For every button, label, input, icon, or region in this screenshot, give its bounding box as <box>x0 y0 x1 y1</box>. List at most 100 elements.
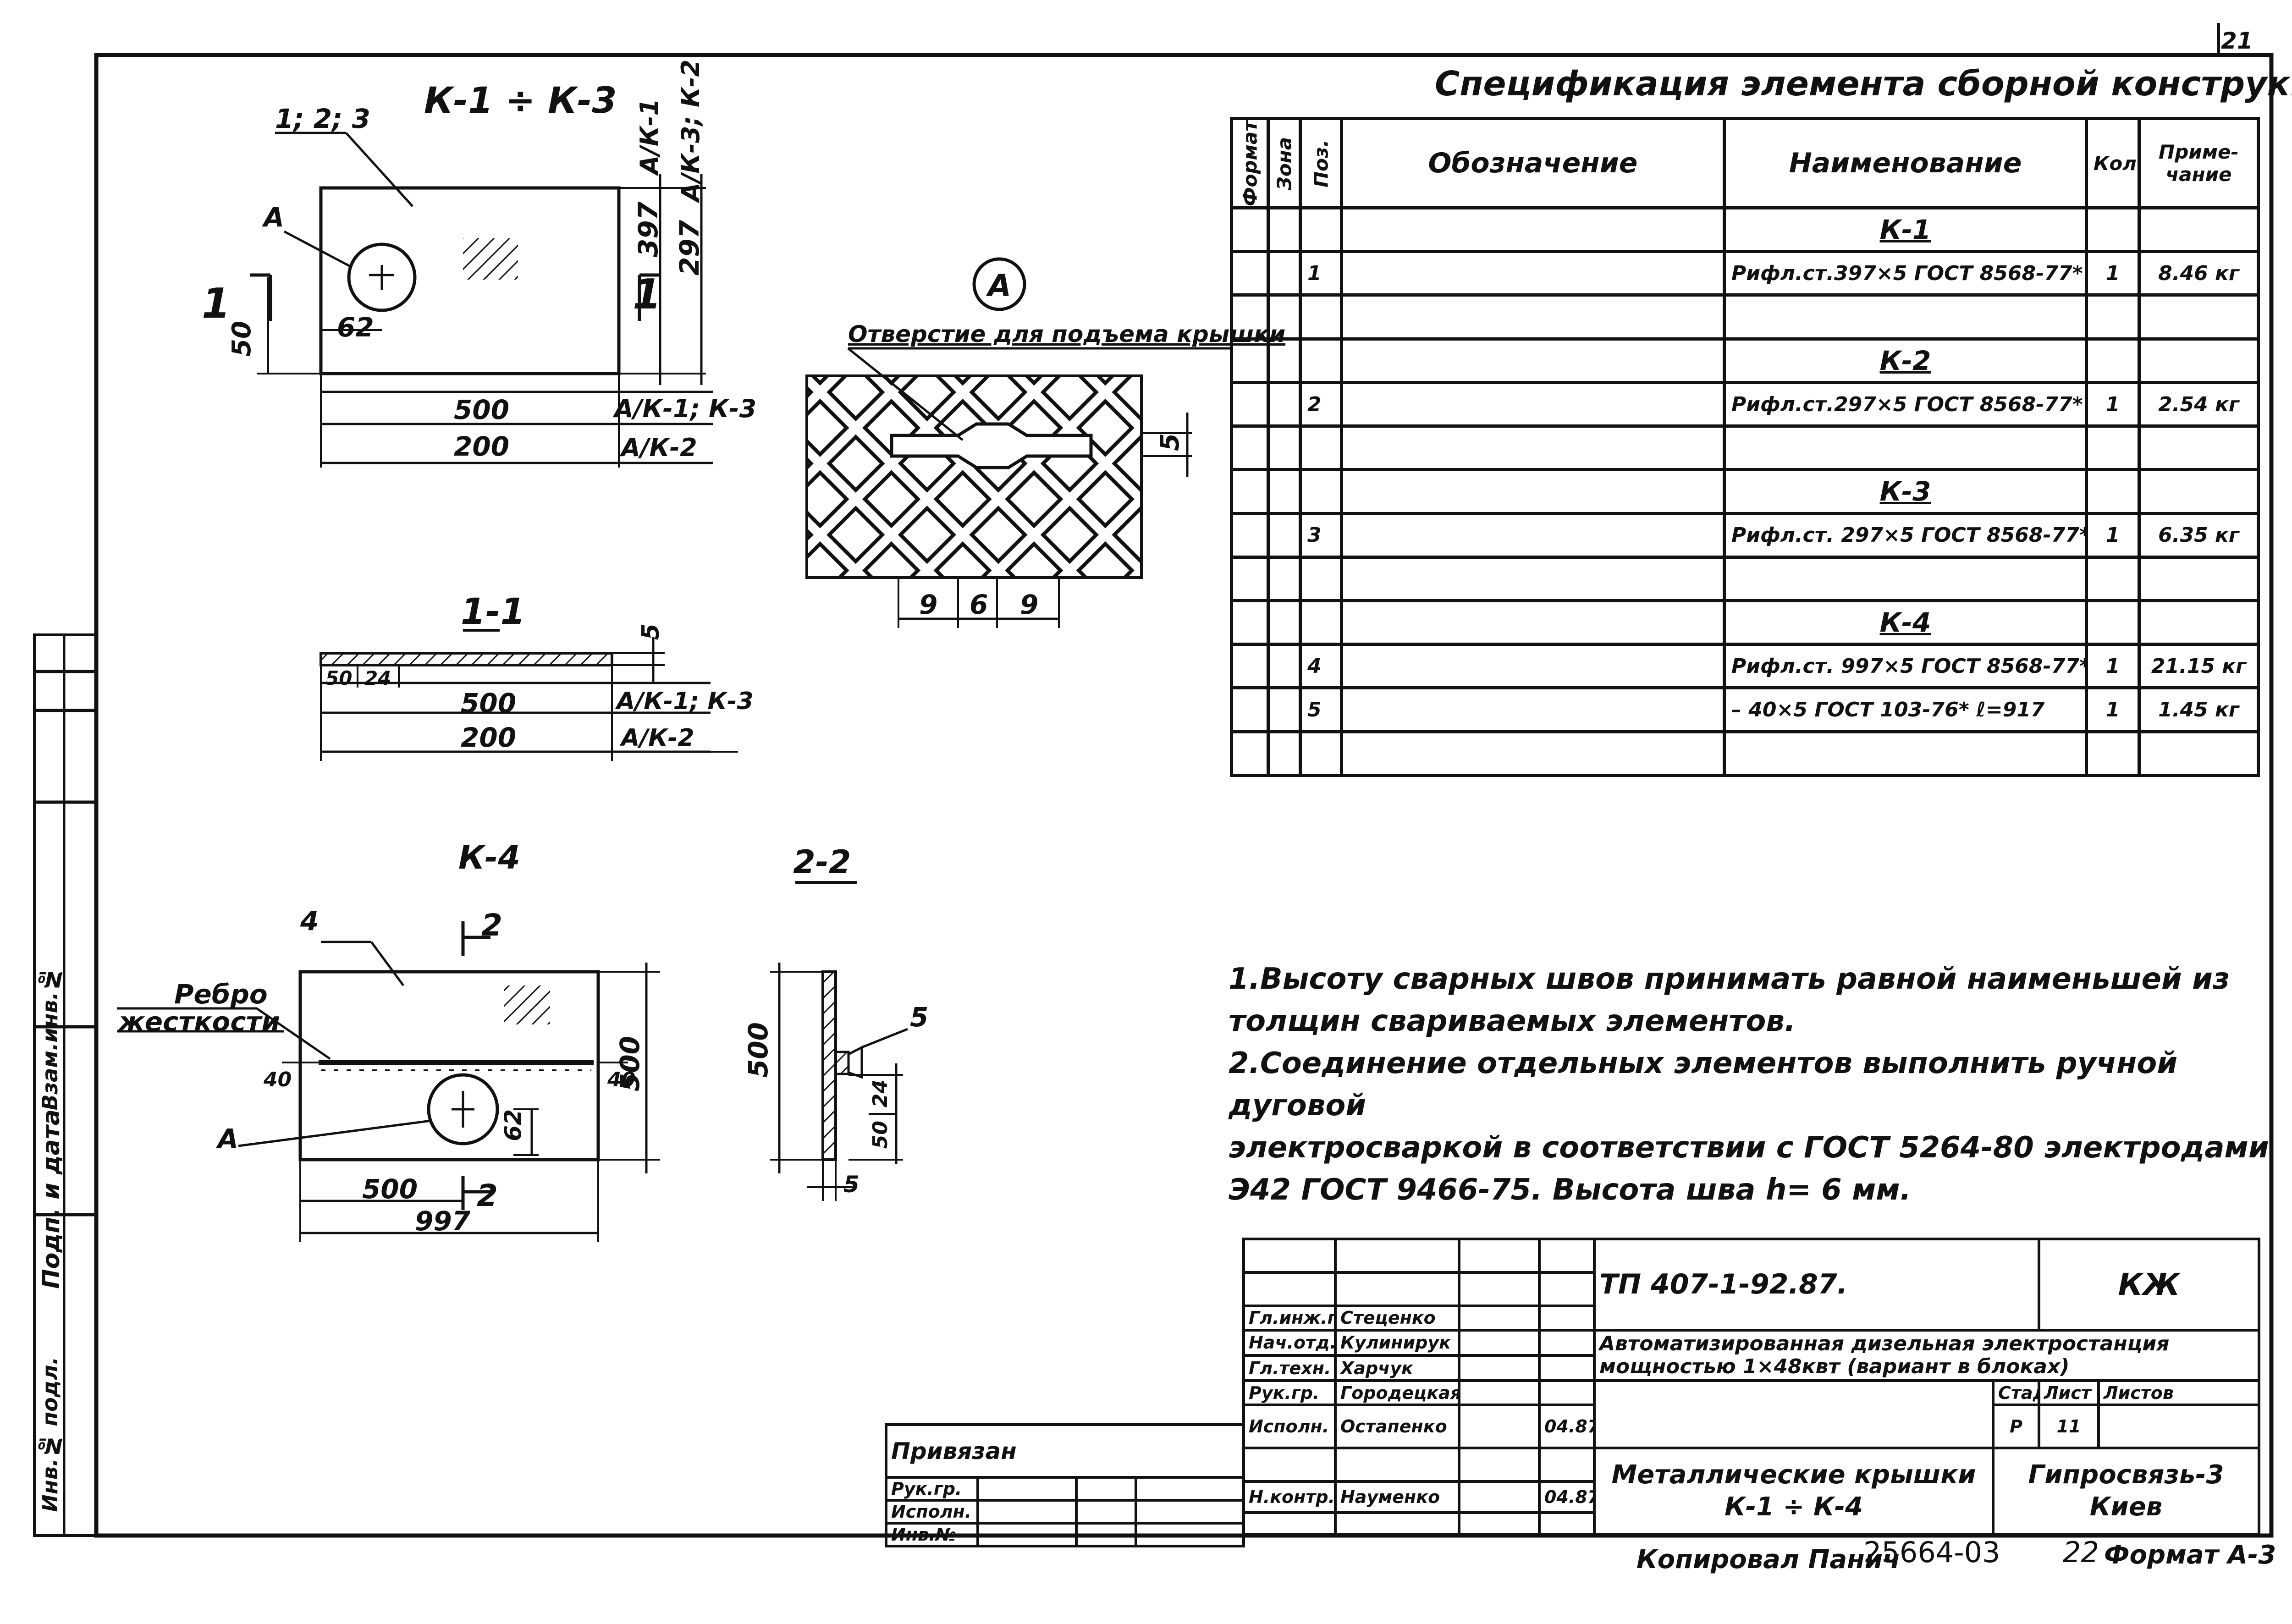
k4-d997: 997 <box>415 1206 471 1237</box>
group-title-k4: К-4 <box>1723 599 2088 646</box>
row-name: – 40×5 ГОСТ 103-76* ℓ=917 <box>1723 686 2088 733</box>
k1k3-lbl297: А/К-3; К-2 <box>676 60 705 202</box>
row-name: Рифл.ст. 997×5 ГОСТ 8568-77* ℓ-500 <box>1723 643 2088 690</box>
k4-d62: 62 <box>500 1109 526 1141</box>
doc-title: Металлические крышки К-1 ÷ К-4 <box>1593 1446 1994 1536</box>
left-role: Инв.№ <box>885 1522 979 1547</box>
role: Исполн. <box>1242 1403 1337 1449</box>
spec-row: 2 Рифл.ст.297×5 ГОСТ 8568-77* ℓ-20012.54 … <box>1230 380 2260 428</box>
hdr-format: Формат <box>1231 118 1268 208</box>
sec11-l200: А/К-2 <box>621 724 694 752</box>
sheet-hdr: Лист <box>2038 1379 2100 1406</box>
row-note: 1.45 кг <box>2138 686 2260 733</box>
k4-ref: 4 <box>300 905 319 936</box>
row-qty: 1 <box>2085 643 2141 690</box>
k4-sec-mark-bottom: 2 <box>477 1178 498 1213</box>
note-line: Э42 ГОСТ 9466-75. Высота шва h= 6 мм. <box>1229 1173 1912 1207</box>
sheet-number: 21 <box>2221 28 2253 54</box>
k1k3-ref: 1; 2; 3 <box>275 103 370 134</box>
row-name: Рифл.ст.397×5 ГОСТ 8568-77* ℓ-500 <box>1723 250 2088 297</box>
stage-hdr: Стадия <box>1992 1379 2040 1406</box>
group-title-k2: К-2 <box>1723 337 2088 384</box>
detailA-label: Отверстие для подъема крышки <box>848 321 1286 347</box>
stage-value: Р <box>1992 1403 2040 1449</box>
k4-rib-label2: жесткости <box>118 1006 280 1037</box>
group-title-k1: К-1 <box>1723 206 2088 253</box>
spec-row: 3 Рифл.ст. 297×5 ГОСТ 8568-77* ℓ-50016.35… <box>1230 512 2260 559</box>
row-name: Рифл.ст. 297×5 ГОСТ 8568-77* ℓ-500 <box>1723 512 2088 559</box>
row-note: 2.54 кг <box>2138 380 2260 428</box>
k1k3-section-mark: 1 <box>202 280 231 328</box>
nkontr-role: Н.контр. <box>1242 1480 1337 1514</box>
detailA-d9a: 9 <box>919 589 938 620</box>
role-name: Харчук <box>1334 1354 1460 1382</box>
role-name: Остапенко <box>1334 1403 1460 1449</box>
side-stamp-sign: Подп. и дата <box>38 1109 65 1289</box>
k1k3-lbl200: А/К-2 <box>621 433 697 462</box>
k1k3-dim500: 500 <box>454 394 510 425</box>
k4-d40b: 40 <box>607 1068 636 1091</box>
k4-sec-mark-top: 2 <box>481 908 502 943</box>
spec-table: Формат Зона Поз. Обозначение Наименовани… <box>1230 116 2260 777</box>
k1k3-side-dim: 50 <box>227 321 257 357</box>
row-qty: 1 <box>2085 686 2141 733</box>
organization: Гипросвязь-3 Киев <box>1992 1446 2260 1536</box>
role-name: Городецкая <box>1334 1379 1460 1406</box>
k1k3-callout: А <box>264 202 284 233</box>
hdr-qty: Кол. <box>2085 116 2141 210</box>
k1k3-section-mark-2: 1 <box>633 270 661 319</box>
org-line1: Гипросвязь-3 <box>2028 1459 2224 1490</box>
row-note: 21.15 кг <box>2138 643 2260 690</box>
row-note: 6.35 кг <box>2138 512 2260 559</box>
sec11-d500: 500 <box>461 688 517 719</box>
privyazan-label: Привязан <box>884 1423 1245 1477</box>
role: Гл.инж.пр. <box>1242 1305 1337 1332</box>
sec22-d500: 500 <box>743 1022 774 1078</box>
side-stamp-inv: Инв.№ подл. <box>38 1357 62 1512</box>
copied-by: Копировал Панич <box>1636 1545 1901 1574</box>
project-name: Автоматизированная дизельная электростан… <box>1593 1328 2260 1382</box>
nkontr-date: 04.87 <box>1538 1480 1596 1514</box>
doc-title-line1: Металлические крышки <box>1611 1459 1976 1490</box>
role-name: Стеценко <box>1334 1305 1460 1332</box>
spec-title: Спецификация элемента сборной конструкци… <box>1435 64 2292 104</box>
note-line: 2.Соединение отдельных элементов выполни… <box>1229 1046 2178 1123</box>
role: Рук.гр. <box>1242 1379 1337 1406</box>
hdr-pos: Поз. <box>1300 118 1342 208</box>
sec22-d24: 24 <box>869 1079 892 1108</box>
k4-d500h: 500 <box>614 1036 645 1092</box>
k1k3-dim200: 200 <box>454 431 510 462</box>
doc-code: ТП 407-1-92.87. <box>1593 1238 2040 1330</box>
k4-d500: 500 <box>362 1173 418 1205</box>
k1k3-lbl397: А/К-1 <box>635 99 664 175</box>
note-line: 1.Высоту сварных швов принимать равной н… <box>1229 962 2230 996</box>
sec11-d24: 24 <box>364 667 391 689</box>
detailA-callout: А <box>988 268 1012 303</box>
nkontr-name: Науменко <box>1334 1480 1460 1514</box>
k4-rib-label1: Ребро <box>174 979 268 1010</box>
hdr-zone: Зона <box>1268 118 1300 208</box>
sheet-value: 11 <box>2038 1403 2100 1449</box>
row-qty: 1 <box>2085 512 2141 559</box>
hdr-note: Приме-чание <box>2138 116 2260 210</box>
note-line: толщин свариваемых элементов. <box>1229 1004 1796 1038</box>
hdr-name: Наименование <box>1723 116 2088 210</box>
row-qty: 1 <box>2085 250 2141 297</box>
row-pos: 3 <box>1299 512 1343 559</box>
sec11-d5: 5 <box>637 623 665 640</box>
notes: 1.Высоту сварных швов принимать равной н… <box>1229 958 2292 1211</box>
sec22-ref: 5 <box>910 1002 929 1033</box>
hdr-designation: Обозначение <box>1340 116 1726 210</box>
titleblock-left: Привязан Рук.гр. Исполн. Инв.№ <box>884 1423 1245 1547</box>
detailA-d5: 5 <box>1155 433 1185 451</box>
row-pos: 2 <box>1299 380 1343 428</box>
row-name: Рифл.ст.297×5 ГОСТ 8568-77* ℓ-200 <box>1723 380 2088 428</box>
k4-callout: А <box>218 1123 238 1154</box>
left-role: Рук.гр. <box>885 1476 979 1502</box>
k1k3-dim397: 397 <box>633 202 664 258</box>
role: Нач.отд. <box>1242 1328 1337 1357</box>
row-qty: 1 <box>2085 380 2141 428</box>
